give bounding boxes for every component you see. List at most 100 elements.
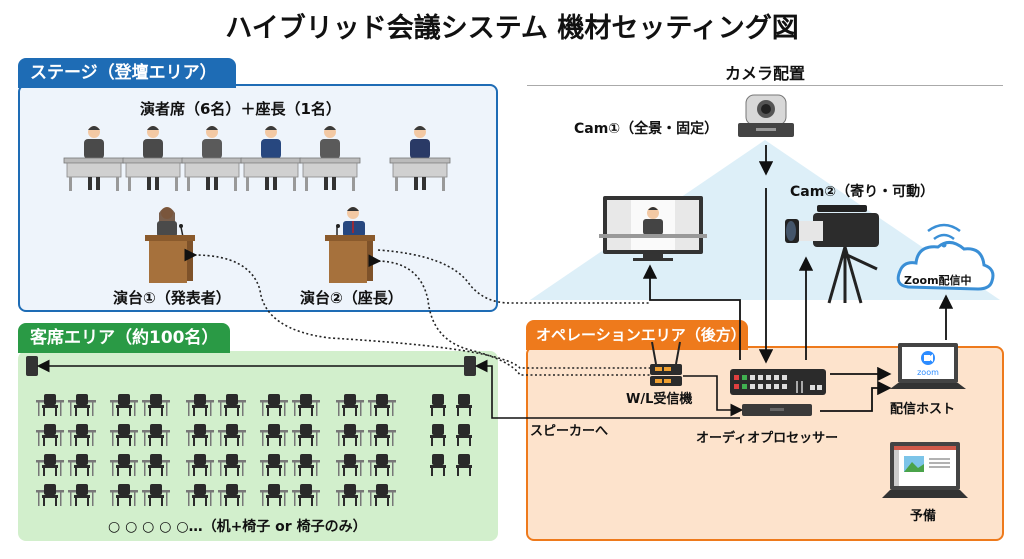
switcher-button bbox=[742, 384, 747, 389]
audience-chair bbox=[430, 454, 446, 476]
audience-desk-chair bbox=[336, 484, 364, 506]
audience-desk-chair bbox=[218, 394, 246, 416]
audience-desk-chair bbox=[36, 454, 64, 476]
camera-placement-heading: カメラ配置 bbox=[724, 64, 805, 83]
podium1-label: 演台①（発表者） bbox=[113, 289, 231, 307]
audience-desk-chair bbox=[142, 394, 170, 416]
switcher-button bbox=[774, 384, 779, 389]
stage-monitor bbox=[599, 196, 707, 261]
audience-desk-chair bbox=[368, 484, 396, 506]
stage-area-tab: ステージ（登壇エリア） bbox=[18, 58, 236, 88]
audience-desk-chair bbox=[36, 394, 64, 416]
audience-desk-chair bbox=[142, 484, 170, 506]
audience-desk-chair bbox=[142, 424, 170, 446]
audience-chair bbox=[456, 424, 472, 446]
audience-desk-chair bbox=[186, 454, 214, 476]
audience-area-tab: 客席エリア（約100名） bbox=[18, 323, 230, 353]
panelist-seat bbox=[122, 126, 184, 191]
audience-chair bbox=[430, 424, 446, 446]
switcher-button bbox=[782, 375, 787, 380]
switcher-button bbox=[774, 375, 779, 380]
panelist-seat bbox=[181, 126, 243, 191]
receiver-to-processor-line bbox=[683, 375, 744, 417]
audience-desk-chair bbox=[110, 424, 138, 446]
audience-desk-chair bbox=[368, 394, 396, 416]
audience-desk-chair bbox=[186, 424, 214, 446]
podium2 bbox=[325, 207, 375, 283]
audience-chair bbox=[430, 394, 446, 416]
audience-chair bbox=[456, 454, 472, 476]
switcher-button bbox=[782, 384, 787, 389]
switcher-button bbox=[750, 375, 755, 380]
audience-desk-chair bbox=[186, 484, 214, 506]
stage-area bbox=[18, 84, 498, 312]
switcher-button bbox=[734, 384, 739, 389]
audience-desk-chair bbox=[68, 394, 96, 416]
audience-desk-chair bbox=[260, 484, 288, 506]
operation-area-tab: オペレーションエリア（後方） bbox=[526, 320, 748, 350]
video-switcher bbox=[730, 369, 826, 395]
cam1-label: Cam①（全景・固定） bbox=[574, 121, 719, 137]
spare-label: 予備 bbox=[910, 509, 937, 524]
audience-area bbox=[18, 351, 498, 541]
switcher-button bbox=[742, 375, 747, 380]
processor-to-host-arrow bbox=[820, 380, 892, 412]
audience-desk-chair bbox=[336, 394, 364, 416]
wl-receiver-label: W/L受信機 bbox=[626, 392, 693, 407]
audience-desk-chair bbox=[36, 424, 64, 446]
audience-desk-chair bbox=[218, 484, 246, 506]
switcher-button bbox=[758, 384, 763, 389]
audience-desk-chair bbox=[218, 424, 246, 446]
panel-seats-heading: 演者席（6名）＋座長（1名） bbox=[140, 100, 341, 118]
podium2-label: 演台②（座長） bbox=[300, 289, 403, 307]
cam1-ptz-camera bbox=[738, 94, 794, 137]
audience-desk-chair bbox=[292, 424, 320, 446]
camera-heading-rule bbox=[527, 85, 1003, 86]
audience-desk-chair bbox=[260, 394, 288, 416]
speaker-output-label: スピーカーへ bbox=[530, 424, 609, 439]
switcher-button bbox=[734, 375, 739, 380]
audience-desk-chair bbox=[218, 454, 246, 476]
panelist-seat bbox=[240, 126, 302, 191]
processor-to-speaker-line bbox=[474, 359, 740, 419]
host-label: 配信ホスト bbox=[890, 402, 956, 417]
audience-desk-chair bbox=[336, 454, 364, 476]
audience-desk-chair bbox=[142, 454, 170, 476]
audio-processor bbox=[742, 404, 812, 416]
audience-desk-chair bbox=[110, 454, 138, 476]
audience-desk-chair bbox=[186, 394, 214, 416]
audience-desk-chair bbox=[68, 454, 96, 476]
audience-chair bbox=[456, 394, 472, 416]
speaker-left bbox=[26, 356, 38, 376]
chair-seat bbox=[389, 126, 451, 191]
diagram-title: ハイブリッド会議システム 機材セッティング図 bbox=[225, 13, 799, 44]
audience-desk-chair bbox=[260, 454, 288, 476]
audience-desk-chair bbox=[68, 484, 96, 506]
switcher-to-monitor-arrow bbox=[642, 264, 741, 360]
panelist-seat bbox=[299, 126, 361, 191]
cam2-label: Cam②（寄り・可動） bbox=[790, 184, 935, 200]
audience-desk-chair bbox=[68, 424, 96, 446]
audience-desk-chair bbox=[292, 484, 320, 506]
host-laptop: zoom bbox=[890, 343, 966, 389]
audience-desk-chair bbox=[368, 454, 396, 476]
switcher-button bbox=[766, 375, 771, 380]
zoom-screen-text: zoom bbox=[917, 368, 939, 377]
switcher-button bbox=[750, 384, 755, 389]
speaker-right bbox=[464, 356, 476, 376]
audio-processor-label: オーディオプロセッサー bbox=[696, 431, 839, 446]
audience-seating-note: ○ ○ ○ ○ ○…（机+椅子 or 椅子のみ） bbox=[108, 519, 367, 535]
audience-desk-chair bbox=[292, 394, 320, 416]
switcher-button bbox=[758, 375, 763, 380]
audience-desk-chair bbox=[368, 424, 396, 446]
panelist-seat bbox=[63, 126, 125, 191]
zoom-cloud-label: Zoom配信中 bbox=[904, 274, 972, 287]
zoom-cloud bbox=[896, 223, 995, 291]
audience-desk-chair bbox=[36, 484, 64, 506]
wireless-link-podium2 bbox=[368, 254, 650, 376]
wl-receiver bbox=[650, 341, 682, 386]
panel-seats bbox=[63, 126, 451, 191]
audience-seats bbox=[36, 394, 472, 506]
audience-desk-chair bbox=[292, 454, 320, 476]
